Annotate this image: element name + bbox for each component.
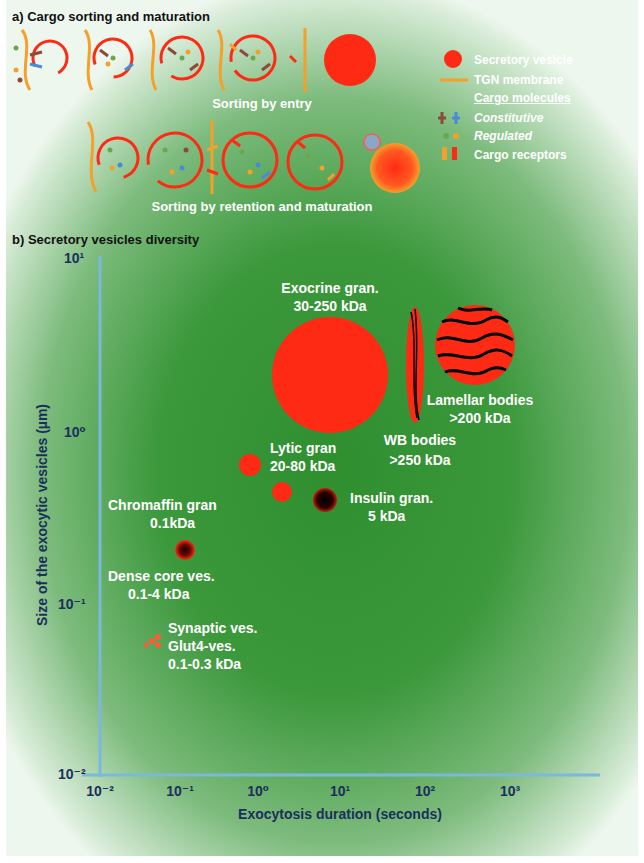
legend-text: Cargo receptors	[474, 147, 567, 163]
vesicle-label: WB bodies	[384, 432, 456, 449]
vesicle-label: Synaptic ves.	[168, 620, 258, 637]
tick-label: 10⁰	[247, 783, 269, 800]
vesicle-label: 20-80 kDa	[270, 458, 335, 475]
section-label: Sorting by entry	[212, 95, 312, 112]
tick-label: 10⁻²	[86, 783, 114, 800]
legend-text: Secretory vesicle	[474, 52, 573, 68]
panel-title: a) Cargo sorting and maturation	[12, 8, 210, 25]
tick-label: 10⁻¹	[166, 783, 194, 800]
vesicle-label: >200 kDa	[449, 410, 510, 427]
legend-swatch	[444, 50, 462, 68]
vesicle-label: Dense core ves.	[108, 568, 215, 585]
vesicle-label: Chromaffin gran	[108, 497, 217, 514]
tick-label: 10⁻¹	[58, 596, 86, 613]
vesicle-label: Exocrine gran.	[281, 280, 378, 297]
tick-label: 10¹	[64, 250, 84, 267]
vesicle-label: 5 kDa	[368, 508, 405, 525]
section-label: Sorting by retention and maturation	[151, 198, 372, 215]
tick-label: 10⁰	[64, 424, 86, 441]
vesicle-label: Insulin gran.	[350, 490, 433, 507]
vesicle-label: Lamellar bodies	[427, 392, 534, 409]
legend-text: Constitutive	[474, 110, 543, 126]
vesicle-label: 30-250 kDa	[293, 298, 366, 315]
tick-label: 10⁻²	[58, 766, 86, 783]
vesicle-label: >250 kDa	[389, 452, 450, 469]
tick-label: 10³	[500, 783, 520, 800]
legend-heading: Cargo molecules	[474, 90, 571, 107]
axis-title: Size of the exocytic vesicles (µm)	[34, 404, 51, 626]
legend-text: Regulated	[474, 128, 532, 144]
vesicle-label: 0.1kDa	[150, 515, 195, 532]
vesicle-label: 0.1-0.3 kDa	[168, 656, 241, 673]
axis-title: Exocytosis duration (seconds)	[238, 806, 442, 823]
tick-label: 10¹	[330, 783, 350, 800]
panel-title: b) Secretory vesicles diversity	[12, 231, 199, 248]
legend-text: TGN membrane	[474, 72, 563, 88]
vesicle-label: Glut4-ves.	[168, 638, 236, 655]
tick-label: 10²	[415, 783, 435, 800]
vesicle-label: Lytic gran	[270, 440, 336, 457]
vesicle-label: 0.1-4 kDa	[128, 586, 189, 603]
